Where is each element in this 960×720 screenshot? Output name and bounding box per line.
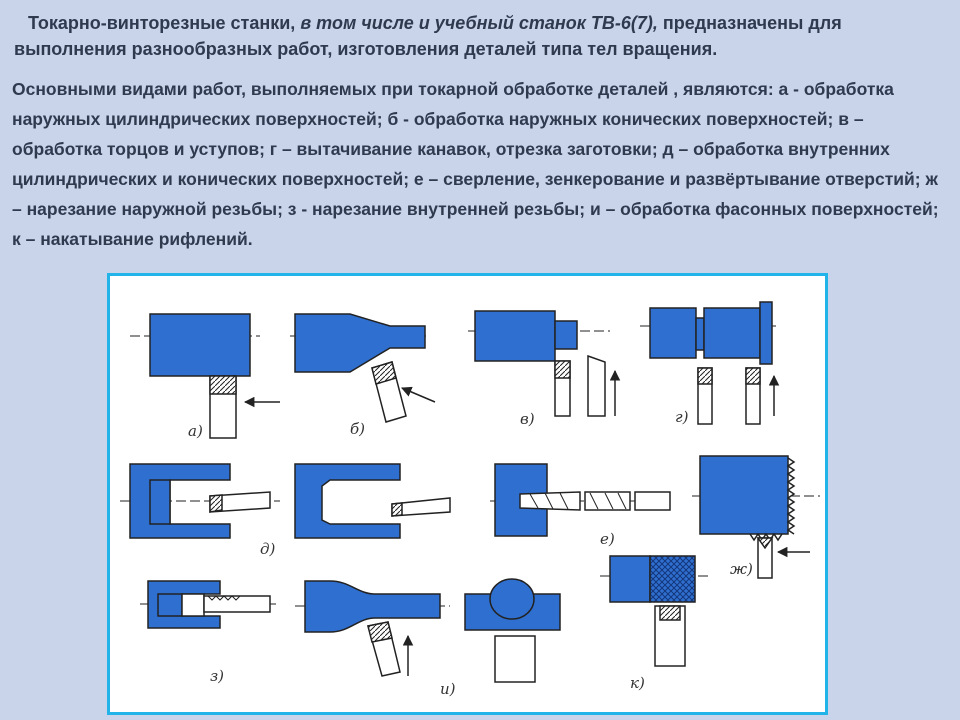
op-d-internal — [120, 463, 451, 539]
label-e: е) — [600, 530, 615, 548]
op-i-form — [295, 580, 450, 677]
label-k: к) — [630, 674, 645, 692]
label-a: а) — [188, 422, 203, 440]
label-z: з) — [210, 667, 224, 685]
intro-italic: в том числе и учебный станок ТВ-6(7), — [295, 13, 658, 33]
label-b: б) — [350, 420, 365, 438]
intro-rest: предназначены для выполнения разнообразн… — [14, 13, 842, 59]
label-d: д) — [260, 540, 276, 558]
op-zh-external-thread — [692, 455, 820, 579]
intro-paragraph: Токарно-винторезные станки, в том числе … — [14, 10, 950, 62]
label-g: г) — [675, 408, 689, 426]
op-k-knurling — [600, 555, 710, 667]
op-v-faces — [468, 310, 621, 417]
op-g-grooving — [640, 301, 780, 425]
op-e-drilling — [490, 463, 671, 537]
operations-list-text: Основными видами работ, выполняемых при … — [12, 79, 939, 249]
turning-operations-figure: а) б) в) — [107, 273, 828, 715]
operations-diagram: а) б) в) — [120, 301, 820, 698]
intro-lead: Токарно-винторезные станки, — [28, 13, 296, 33]
label-zh: ж) — [730, 560, 753, 578]
label-i: и) — [440, 680, 456, 698]
label-v: в) — [520, 410, 535, 428]
op-z-internal-thread — [140, 580, 280, 629]
op-a-outer-cylinder — [130, 313, 280, 439]
op-b-conical — [290, 313, 436, 423]
op-i-roller — [464, 578, 561, 683]
